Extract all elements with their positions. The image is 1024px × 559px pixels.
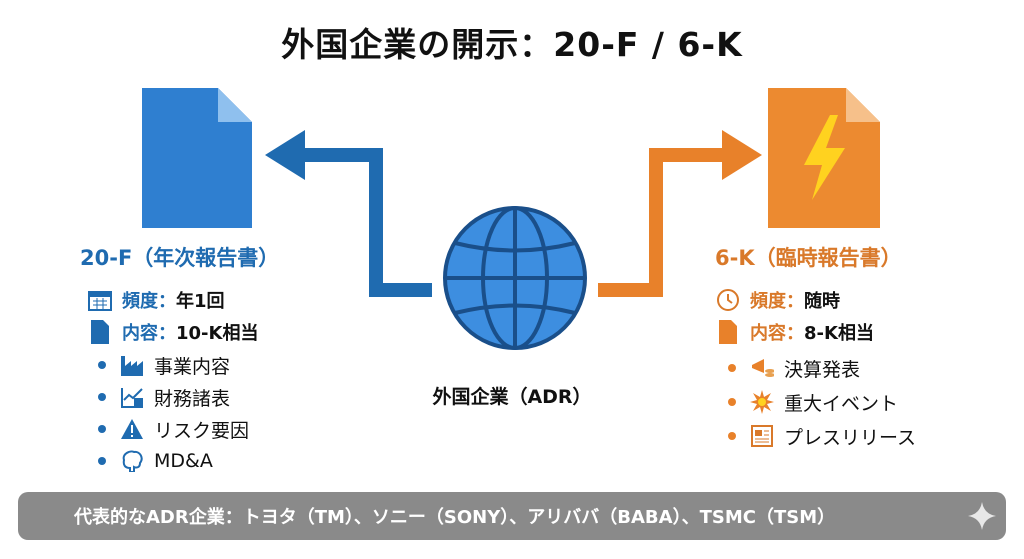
20f-heading: 20-F（年次報告書） bbox=[80, 246, 280, 270]
footer-bar: 代表的なADR企業：トヨタ（TM）、ソニー（SONY）、アリババ（BABA）、T… bbox=[18, 492, 1006, 540]
list-item: 重大イベント bbox=[728, 389, 898, 415]
content-value: 8-K相当 bbox=[804, 323, 874, 344]
megaphone-coins-icon bbox=[750, 356, 774, 380]
arrow-to-20f bbox=[265, 130, 432, 297]
20f-frequency: 頻度：年1回 bbox=[88, 287, 225, 313]
warning-icon bbox=[120, 417, 144, 441]
content-value: 10-K相当 bbox=[176, 323, 259, 344]
document-6k-icon bbox=[768, 88, 880, 228]
6k-content: 内容：8-K相当 bbox=[716, 319, 874, 345]
list-item: 事業内容 bbox=[98, 352, 230, 378]
content-label: 内容： bbox=[122, 323, 176, 344]
globe-icon bbox=[443, 206, 587, 350]
item-label: 決算発表 bbox=[784, 358, 861, 381]
page-title: 外国企業の開示：20-F / 6-K bbox=[281, 25, 743, 64]
list-item: 決算発表 bbox=[728, 355, 860, 381]
sparkle-icon bbox=[968, 502, 996, 530]
footer-text: 代表的なADR企業：トヨタ（TM）、ソニー（SONY）、アリババ（BABA）、T… bbox=[74, 507, 836, 528]
frequency-label: 頻度： bbox=[122, 291, 176, 312]
clock-icon bbox=[716, 288, 740, 312]
frequency-label: 頻度： bbox=[750, 291, 804, 312]
file-icon bbox=[88, 320, 112, 344]
company-label: 外国企業（ADR） bbox=[432, 386, 592, 408]
calendar-icon bbox=[88, 288, 112, 312]
explosion-icon bbox=[750, 390, 774, 414]
factory-icon bbox=[120, 353, 144, 377]
brain-icon bbox=[120, 449, 144, 473]
item-label: 重大イベント bbox=[784, 392, 899, 415]
file-icon bbox=[716, 320, 740, 344]
list-item: プレスリリース bbox=[728, 423, 916, 449]
list-item: MD&A bbox=[98, 448, 213, 474]
document-20f-icon bbox=[142, 88, 252, 228]
content-label: 内容： bbox=[750, 323, 804, 344]
frequency-value: 年1回 bbox=[176, 291, 225, 312]
arrow-to-6k bbox=[598, 130, 762, 297]
item-label: 財務諸表 bbox=[154, 387, 231, 410]
list-item: 財務諸表 bbox=[98, 384, 230, 410]
20f-content: 内容：10-K相当 bbox=[88, 319, 258, 345]
newspaper-icon bbox=[750, 424, 774, 448]
item-label: 事業内容 bbox=[154, 355, 231, 378]
list-item: リスク要因 bbox=[98, 416, 249, 442]
frequency-value: 随時 bbox=[804, 291, 840, 312]
item-label: リスク要因 bbox=[154, 419, 250, 442]
6k-heading: 6-K（臨時報告書） bbox=[715, 246, 902, 270]
financial-chart-icon bbox=[120, 385, 144, 409]
item-label: プレスリリース bbox=[784, 426, 917, 449]
item-label: MD&A bbox=[154, 450, 213, 472]
6k-frequency: 頻度：随時 bbox=[716, 287, 840, 313]
